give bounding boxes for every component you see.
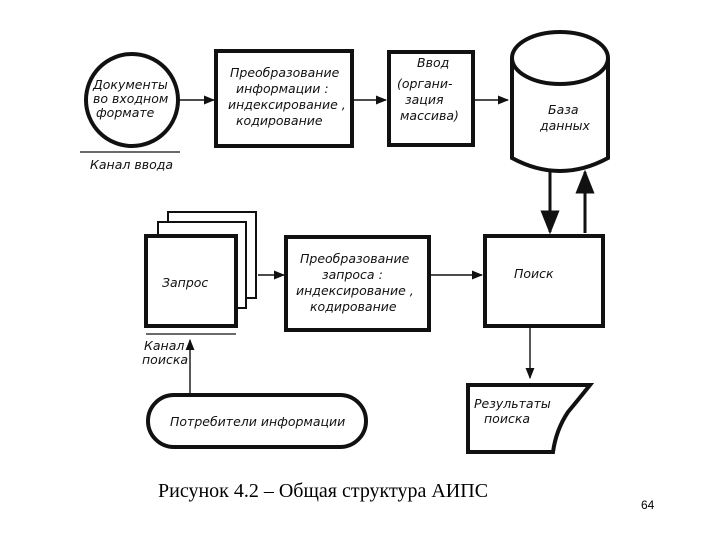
search-channel-label-2: поиска bbox=[142, 352, 188, 367]
search-channel-label-1: Канал bbox=[144, 338, 184, 353]
documents-label-2: во входном bbox=[93, 91, 168, 106]
consumers-node: Потребители информации bbox=[146, 393, 368, 449]
figure-caption: Рисунок 4.2 – Общая структура АИПС bbox=[158, 480, 489, 502]
database-node: База данных bbox=[510, 30, 610, 173]
input-label-4: массива) bbox=[400, 108, 459, 123]
input-node: Ввод (органи- зация массива) bbox=[387, 50, 475, 147]
transform-query-label-4: кодирование bbox=[310, 299, 397, 314]
database-label-1: База bbox=[548, 102, 579, 117]
input-channel-label: Канал ввода bbox=[90, 157, 173, 172]
documents-label-3: формате bbox=[96, 105, 155, 120]
transform-info-node: Преобразование информации : индексирован… bbox=[214, 49, 354, 148]
page-number: 64 bbox=[641, 498, 655, 512]
documents-node: Документы во входном формате bbox=[84, 52, 180, 148]
input-label-2: (органи- bbox=[397, 76, 453, 91]
transform-query-label-3: индексирование , bbox=[296, 283, 414, 298]
input-label-3: зация bbox=[405, 92, 444, 107]
transform-info-label-1: Преобразование bbox=[230, 65, 340, 80]
transform-query-node: Преобразование запроса : индексирование … bbox=[284, 235, 431, 332]
query-label: Запрос bbox=[162, 275, 208, 290]
results-label-2: поиска bbox=[484, 411, 530, 426]
consumers-label: Потребители информации bbox=[170, 414, 345, 429]
documents-label-1: Документы bbox=[92, 77, 168, 92]
query-node: Запрос bbox=[144, 211, 257, 328]
search-node: Поиск bbox=[483, 234, 605, 328]
results-node: Результаты поиска bbox=[466, 383, 595, 454]
transform-info-label-3: индексирование , bbox=[228, 97, 346, 112]
transform-query-label-1: Преобразование bbox=[300, 251, 410, 266]
search-label: Поиск bbox=[514, 266, 554, 281]
transform-info-label-4: кодирование bbox=[236, 113, 323, 128]
results-label-1: Результаты bbox=[474, 396, 551, 411]
transform-info-label-2: информации : bbox=[236, 81, 329, 96]
transform-query-label-2: запроса : bbox=[322, 267, 383, 282]
input-label-1: Ввод bbox=[417, 55, 449, 70]
database-label-2: данных bbox=[539, 118, 591, 133]
